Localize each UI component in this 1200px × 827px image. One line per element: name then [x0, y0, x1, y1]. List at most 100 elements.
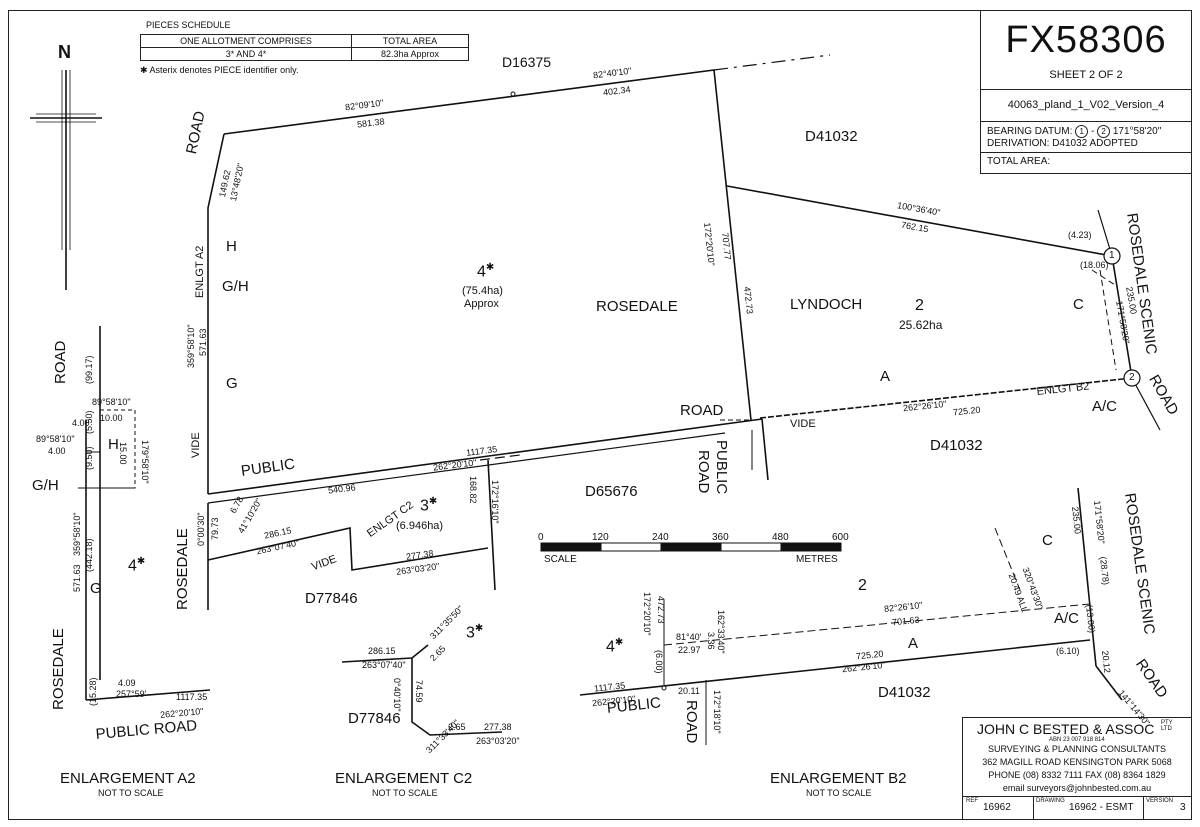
derivation: DERIVATION: D41032 ADOPTED — [987, 138, 1138, 149]
bearing-datum-dash: - — [1090, 126, 1095, 137]
scale-tick-240: 240 — [652, 532, 669, 543]
scale-bar-graphic — [540, 542, 842, 552]
drawing-value: 16962 - ESMT — [1069, 802, 1134, 813]
north-label: N — [58, 42, 71, 62]
locality-rosedale: ROSEDALE — [596, 298, 678, 315]
c2-dim-74-59: 74.59 — [414, 680, 424, 703]
bearing-datum-value: 171°58'20" — [1112, 126, 1162, 137]
firm-name: JOHN C BESTED & ASSOC — [977, 721, 1155, 737]
firm-pty: PTY LTD — [1161, 720, 1173, 732]
point-1-label: 1 — [1109, 250, 1115, 261]
b2-dim-3-36: 3.36 — [706, 632, 716, 650]
b2-dim-6-00: (6.00) — [654, 650, 664, 674]
schedule-heading: PIECES SCHEDULE — [146, 20, 231, 30]
firm-line-3: PHONE (08) 8332 7111 FAX (08) 8364 1829 — [988, 770, 1166, 780]
firm-abn: ABN 23 007 918 814 — [1049, 737, 1105, 743]
vide-label-left: VIDE — [190, 432, 202, 458]
b2-piece-number: 4 — [606, 638, 615, 656]
dim-168-82: 168.82 — [468, 476, 478, 504]
piece-4-number: 4 — [477, 263, 486, 281]
surveyor-firm-block: JOHN C BESTED & ASSOC PTY LTD ABN 23 007… — [962, 717, 1192, 820]
easement-label-gh: G/H — [222, 278, 249, 295]
firm-line-1: SURVEYING & PLANNING CONSULTANTS — [987, 744, 1167, 754]
parcel-d77846: D77846 — [305, 590, 358, 607]
scale-tick-0: 0 — [538, 532, 544, 543]
b2-dim-22-97: 22.97 — [678, 645, 701, 655]
a2-rosedale-label: ROSEDALE — [50, 628, 67, 710]
a2-title: ENLARGEMENT A2 — [60, 770, 196, 787]
piece-4-area: (75.4ha) — [462, 285, 503, 297]
c2-piece-label: 3✱ — [466, 623, 484, 642]
public-label-mid: PUBLIC — [713, 440, 730, 495]
c2-dim-286-15: 286.15 — [368, 646, 396, 656]
schedule-note: ✱ Asterix denotes PIECE identifier only. — [140, 65, 299, 75]
firm-line-2: 362 MAGILL ROAD KENSINGTON PARK 5068 — [982, 757, 1172, 767]
parcel-d16375: D16375 — [502, 54, 552, 70]
a2-road-label: ROAD — [52, 340, 69, 384]
a2-dim-15-00: 15.00 — [118, 442, 128, 465]
a2-dim-179-58-10: 179°58'10" — [140, 440, 150, 484]
c2-dim-2-65b: 2.65 — [448, 722, 466, 732]
a2-dim-257-59: 257°59' — [116, 689, 147, 699]
sheet-number: SHEET 2 OF 2 — [1049, 69, 1123, 81]
easement-label-a: A — [880, 368, 891, 385]
a2-label-gh: G/H — [32, 477, 59, 494]
rosedale-road-label-left: ROSEDALE — [174, 528, 191, 610]
b2-piece-label: 4✱ — [606, 637, 624, 656]
survey-points — [510, 91, 1141, 691]
drawing-label: DRAWING — [1036, 798, 1065, 804]
total-area: TOTAL AREA: — [987, 156, 1051, 167]
a2-piece-number: 4 — [128, 557, 137, 575]
scale-tick-120: 120 — [592, 532, 609, 543]
a2-dim-89-58-10-left: 89°58'10" — [36, 434, 75, 444]
enlgt-a2-label: ENLGT A2 — [194, 245, 206, 298]
bearing-datum-label: BEARING DATUM: — [987, 126, 1073, 137]
easement-label-ac: A/C — [1092, 398, 1118, 415]
a2-dim-4-00: 4.00 — [72, 418, 90, 428]
dim-172-16-10: 172°16'10" — [490, 480, 500, 524]
piece-3-area: (6.946ha) — [396, 520, 444, 532]
scale-units: METRES — [796, 554, 838, 565]
piece-3-label: 3✱ — [420, 496, 438, 515]
a2-dim-1117-35: 1117.35 — [176, 692, 208, 702]
schedule-area: 82.3ha Approx — [351, 47, 469, 61]
parcel-d65676: D65676 — [585, 483, 638, 500]
title-block-fileref: 40063_pland_1_V02_Version_4 — [980, 89, 1192, 122]
dim-4-23: (4.23) — [1068, 230, 1092, 240]
dim-18-06: (18.06) — [1080, 260, 1109, 270]
c2-dim-277-38: 277.38 — [484, 722, 512, 732]
a2-dim-4-09: 4.09 — [118, 678, 136, 688]
b2-dim-172-20-10: 172°20'10" — [642, 592, 652, 636]
b2-label-ac: A/C — [1054, 610, 1080, 627]
parcel-d41032-mid: D41032 — [930, 437, 983, 454]
ref-label: REF — [966, 798, 978, 804]
north-arrow — [30, 70, 102, 290]
b2-dim-172-18-10: 172°18'10" — [712, 690, 722, 734]
a2-dim-10-00: 10.00 — [100, 413, 123, 423]
a2-dim-89-58-10-top: 89°58'10" — [92, 397, 131, 407]
c2-dim-0-40-10: 0°40'10" — [392, 678, 402, 712]
pieces-schedule: PIECES SCHEDULE ONE ALLOTMENT COMPRISES … — [140, 20, 469, 76]
vide-label-mid: VIDE — [790, 418, 816, 430]
road-label-mid: ROAD — [680, 402, 724, 419]
piece-4-approx: Approx — [464, 298, 499, 310]
ref-col-divider-2 — [1143, 796, 1144, 820]
plan-number: FX58306 — [1005, 19, 1167, 61]
enlargement-c2-drawing — [341, 644, 503, 736]
firm-email[interactable]: email surveyors@johnbested.com.au — [1002, 783, 1152, 793]
c2-subtitle: NOT TO SCALE — [372, 788, 438, 798]
a2-dim-15-28: (15.28) — [88, 677, 98, 706]
a2-dim-99-17: (99.17) — [84, 355, 94, 384]
a2-dim-571-63: 571.63 — [72, 564, 82, 592]
easement-label-h: H — [226, 238, 237, 255]
allotment-2-label: 2 — [915, 297, 924, 314]
datum-divider — [981, 152, 1191, 153]
b2-dim-162-33-40: 162°33'40" — [716, 610, 726, 654]
b2-dim-472-73: 472.73 — [656, 596, 666, 624]
b2-title: ENLARGEMENT B2 — [770, 770, 907, 787]
parcel-d41032-top: D41032 — [805, 128, 858, 145]
firm-ref-row-divider — [963, 796, 1191, 797]
sheet-border — [8, 10, 1192, 820]
dim-79-73: 79.73 — [210, 517, 220, 540]
b2-label-a: A — [908, 635, 919, 652]
